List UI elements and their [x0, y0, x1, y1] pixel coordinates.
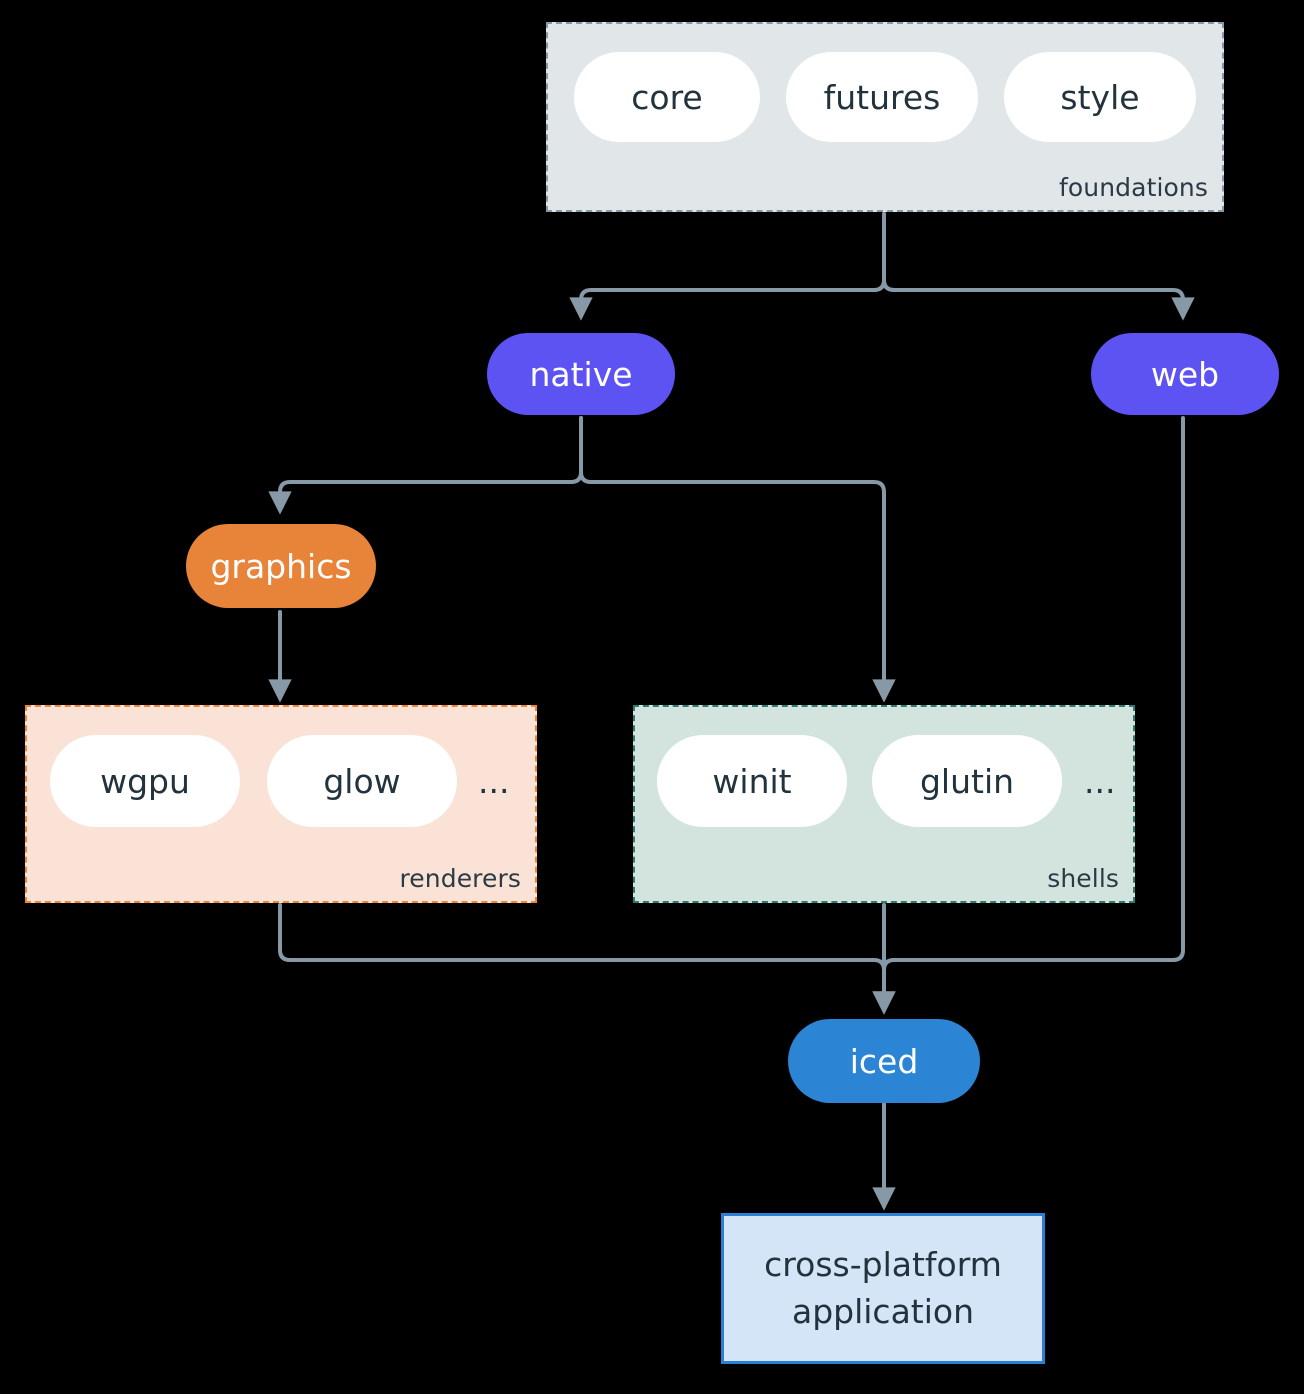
application-label-line1: cross-platform — [764, 1244, 1002, 1284]
node-web[interactable]: web — [1091, 333, 1279, 415]
node-native[interactable]: native — [487, 333, 675, 415]
node-core[interactable]: core — [574, 52, 760, 142]
node-cross-platform-application[interactable]: cross-platform application — [721, 1213, 1045, 1364]
edge-foundations-native — [569, 212, 886, 321]
cluster-shells-label: shells — [1047, 864, 1119, 893]
shells-more-ellipsis: ... — [1084, 762, 1116, 801]
edge-native-shells — [579, 416, 896, 703]
renderers-more-ellipsis: ... — [478, 762, 510, 801]
node-style[interactable]: style — [1004, 52, 1196, 142]
node-winit[interactable]: winit — [657, 735, 847, 827]
node-iced[interactable]: iced — [788, 1019, 980, 1103]
edge-foundations-web — [882, 212, 1195, 321]
edge-renderers-iced — [278, 903, 896, 1015]
node-wgpu[interactable]: wgpu — [50, 735, 240, 827]
cluster-foundations-label: foundations — [1059, 173, 1208, 202]
cluster-renderers-label: renderers — [399, 864, 521, 893]
node-futures[interactable]: futures — [786, 52, 978, 142]
node-glutin[interactable]: glutin — [872, 735, 1062, 827]
edge-native-graphics — [268, 416, 583, 515]
application-label-line2: application — [791, 1291, 975, 1331]
node-glow[interactable]: glow — [267, 735, 457, 827]
node-graphics[interactable]: graphics — [186, 524, 376, 608]
